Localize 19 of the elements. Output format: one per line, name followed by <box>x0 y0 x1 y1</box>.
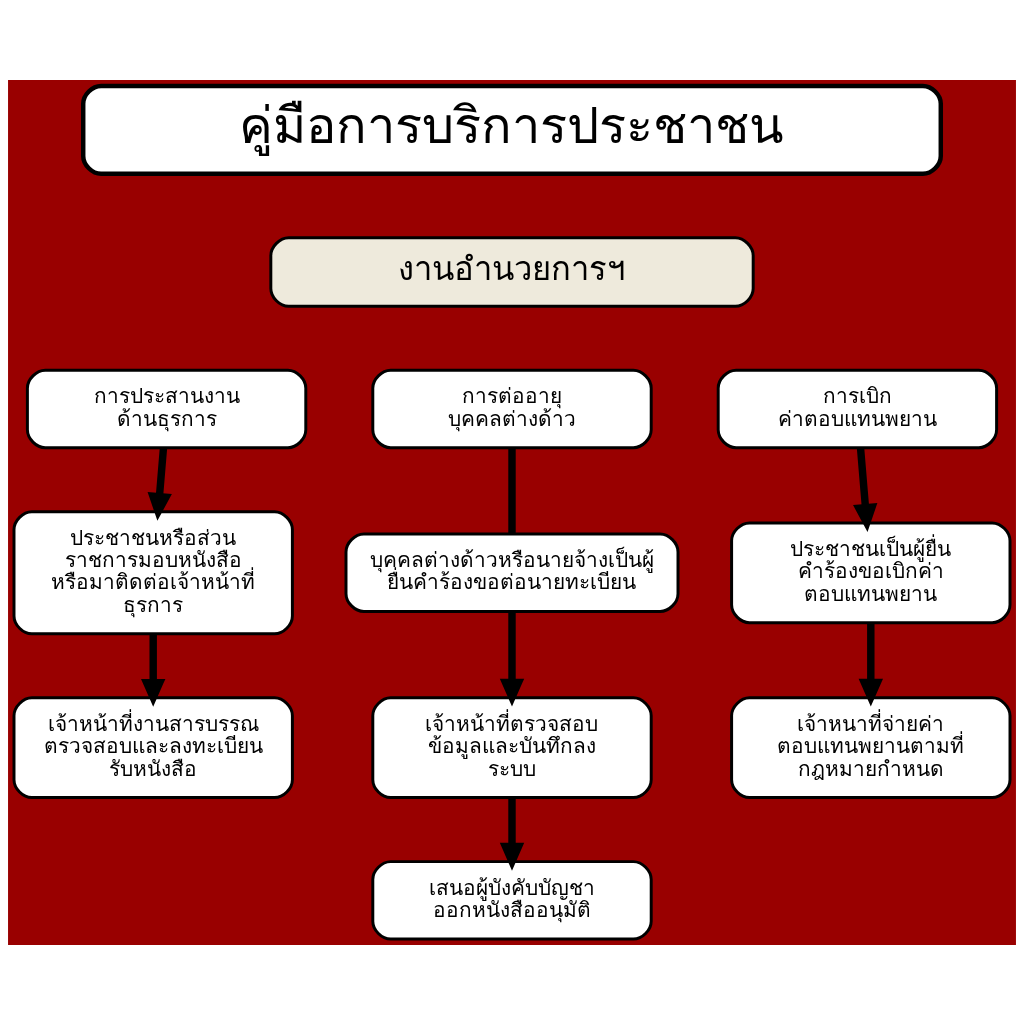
node-box: การประสานงาน ด้านธุรการ <box>25 368 308 449</box>
node-box: เจ้าหน้าที่ตรวจสอบ ข้อมูลและบันทึกลง ระบบ <box>371 695 653 799</box>
arrow <box>147 447 172 521</box>
node-box: เจ้าหนาที่จ่ายค่า ตอบแทนพยานตามที่ กฎหมายกำหนด <box>730 695 1012 799</box>
arrow <box>499 797 525 871</box>
node-box: งานอำนวยการฯ <box>269 235 755 308</box>
connector <box>508 447 516 534</box>
node-box: เสนอผู้บังคับบัญชา ออกหนังสืออนุมัติ <box>371 859 653 941</box>
node-box: เจ้าหน้าที่งานสารบรรณ ตรวจสอบและลงทะเบียน รับหนังสือ <box>12 695 294 799</box>
node-box: การต่ออายุ บุคคลต่างด้าว <box>371 368 653 449</box>
node-box: การเบิก ค่าตอบแทนพยาน <box>716 368 999 449</box>
arrow <box>499 611 525 707</box>
arrow <box>141 633 166 707</box>
arrow <box>853 447 878 532</box>
node-box: บุคคลต่างด้าวหรือนายจ้างเป็นผู้ ยื่นคำร้องขอต่อนายทะเบียน <box>344 532 680 613</box>
arrow <box>858 622 883 707</box>
node-box: ประชาชนหรือส่วน ราชการมอบหนังสือ หรือมาติดต่อเจ้าหน้าที่ ธุรการ <box>12 509 294 635</box>
diagram-title: คู่มือการบริการประชาชน <box>239 95 785 155</box>
node-box: ประชาชนเป็นผู้ยื่น คำร้องขอเบิกค่า ตอบแทนพยาน <box>730 520 1012 624</box>
